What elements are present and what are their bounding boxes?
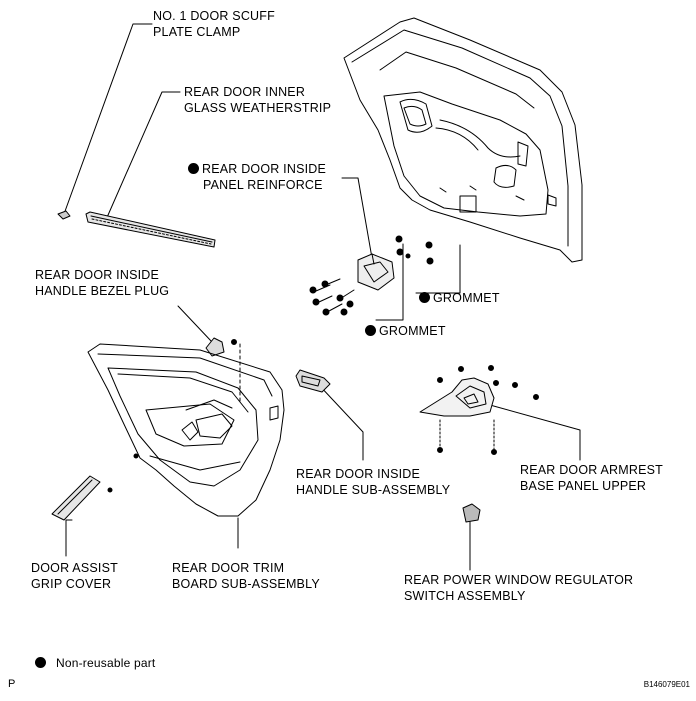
label-grommet-right: GROMMET [419,290,500,306]
legend-text: Non-reusable part [56,656,156,670]
label-line: NO. 1 DOOR SCUFF [153,9,275,23]
grommet-parts [395,235,434,265]
label-line: REAR DOOR ARMREST [520,463,663,477]
leader-grommet-left [375,243,404,321]
non-reusable-bullet-icon [35,657,46,668]
trim-board-part [87,343,285,517]
leader-panel-reinforce [341,177,373,259]
leader-weatherstrip [104,91,181,223]
label-line: PLATE CLAMP [153,25,241,39]
label-armrest-panel: REAR DOOR ARMREST BASE PANEL UPPER [520,462,663,494]
label-line: BASE PANEL UPPER [520,479,647,493]
non-reusable-bullet-icon [365,325,376,336]
scuff-plate-clamp-part [57,210,71,220]
door-body-part [343,17,583,263]
label-line: BOARD SUB-ASSEMBLY [172,577,320,591]
label-inside-handle: REAR DOOR INSIDE HANDLE SUB-ASSEMBLY [296,466,450,498]
label-line: PANEL REINFORCE [203,178,323,192]
label-line: REAR DOOR INSIDE [35,268,160,282]
leader-scuff-clamp [63,23,153,215]
label-scuff-plate-clamp: NO. 1 DOOR SCUFF PLATE CLAMP [153,8,275,40]
label-line: SWITCH ASSEMBLY [404,589,526,603]
window-switch-part [462,503,481,523]
armrest-panel-part [419,365,539,455]
non-reusable-bullet-icon [419,292,430,303]
leader-grip-cover [65,519,73,557]
leader-lines [63,23,581,571]
label-line: GLASS WEATHERSTRIP [184,101,332,115]
label-glass-weatherstrip: REAR DOOR INNER GLASS WEATHERSTRIP [184,84,331,116]
label-line: REAR DOOR INSIDE [296,467,421,481]
footer-left-code: P [8,678,16,690]
reinforce-screws [309,278,355,316]
panel-reinforce-part [357,253,395,291]
weatherstrip-part [85,211,216,248]
label-line: DOOR ASSIST [31,561,118,575]
legend: Non-reusable part [35,655,155,671]
label-trim-board: REAR DOOR TRIM BOARD SUB-ASSEMBLY [172,560,320,592]
label-line: HANDLE SUB-ASSEMBLY [296,483,451,497]
figure-id: B146079E01 [643,680,690,689]
non-reusable-bullet-icon [188,163,199,174]
label-bezel-plug: REAR DOOR INSIDE HANDLE BEZEL PLUG [35,267,169,299]
grip-cover-part [51,475,101,521]
label-grip-cover: DOOR ASSIST GRIP COVER [31,560,118,592]
label-line: GRIP COVER [31,577,112,591]
inside-handle-part [295,369,331,393]
leader-bezel-plug [177,305,213,343]
label-window-switch: REAR POWER WINDOW REGULATOR SWITCH ASSEM… [404,572,633,604]
label-panel-reinforce: REAR DOOR INSIDE PANEL REINFORCE [188,161,326,193]
label-line: REAR DOOR INSIDE [202,162,327,176]
leader-handle [317,383,364,461]
label-line: HANDLE BEZEL PLUG [35,284,170,298]
label-line: REAR DOOR INNER [184,85,306,99]
label-line: REAR POWER WINDOW REGULATOR [404,573,634,587]
bezel-plug-part [205,337,237,357]
leader-grommet-right [415,244,461,294]
label-grommet-left: GROMMET [365,323,446,339]
label-line: REAR DOOR TRIM [172,561,285,575]
leader-armrest [489,404,581,461]
